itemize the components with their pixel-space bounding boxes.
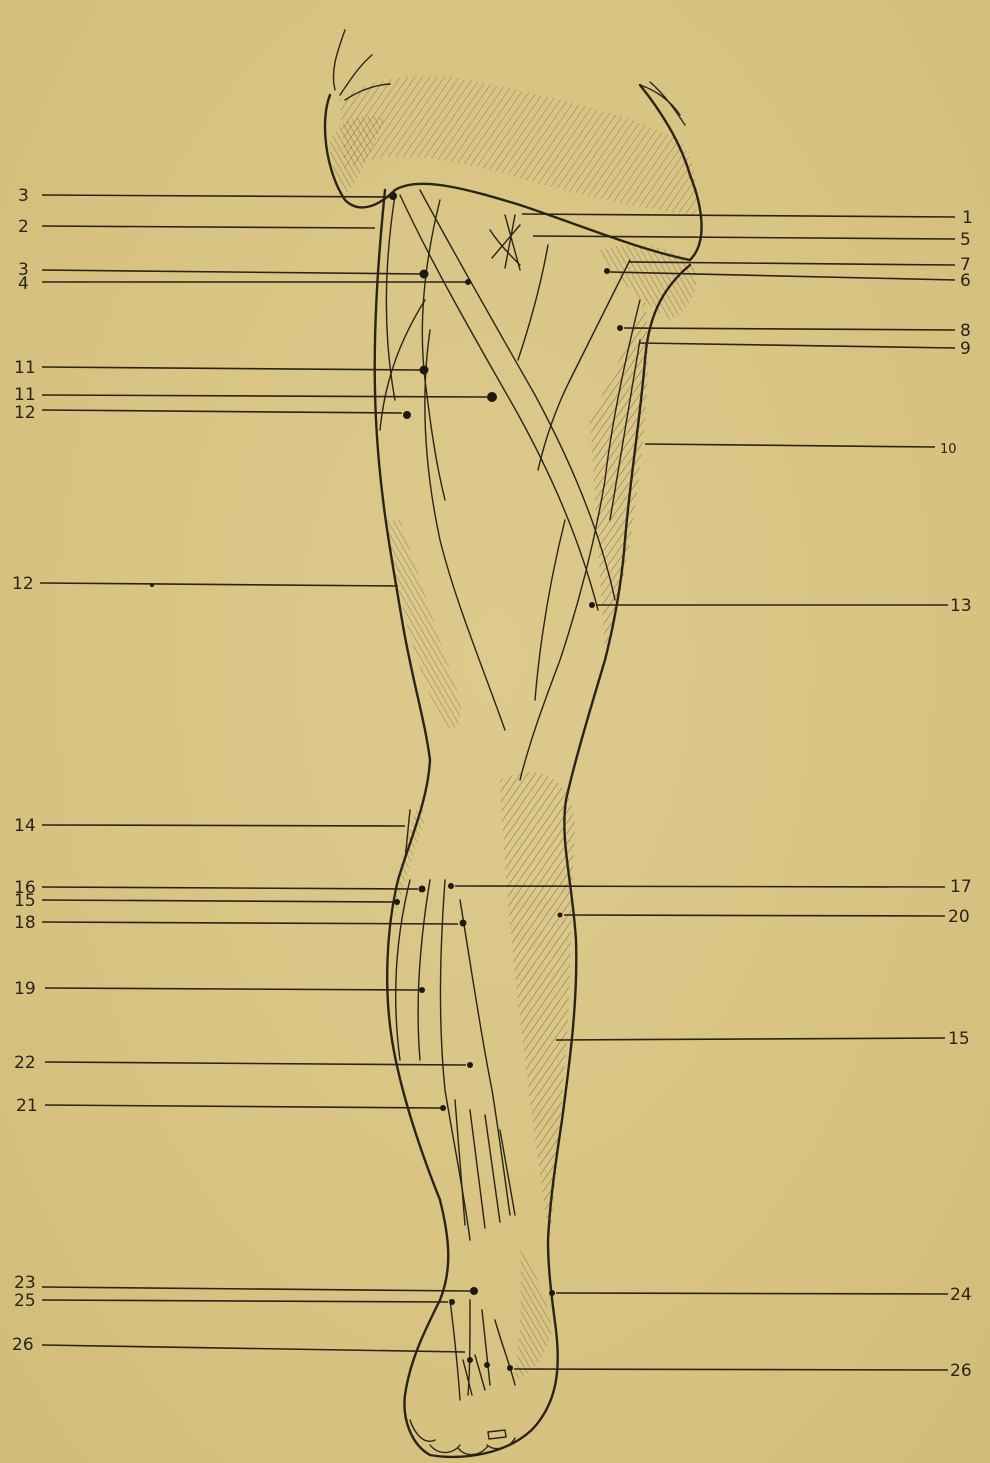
label-9: 9	[960, 339, 971, 359]
label-26-left: 26	[12, 1335, 34, 1355]
label-12-lower: 12	[12, 574, 34, 594]
label-25: 25	[14, 1291, 36, 1311]
label-15-right: 15	[948, 1029, 970, 1049]
label-13: 13	[950, 596, 972, 616]
label-11-upper: 11	[14, 358, 36, 378]
label-11-lower: 11	[14, 385, 36, 405]
left-labels: 3 2 3 4 11 11 12 12 14 16 15 18 19 22 21…	[12, 186, 38, 1355]
label-12-upper: 12	[14, 403, 36, 423]
label-6: 6	[960, 271, 971, 291]
label-17: 17	[950, 877, 972, 897]
label-5: 5	[960, 230, 971, 250]
hip-muscle-mass	[325, 30, 702, 320]
label-8: 8	[960, 321, 971, 341]
label-14: 14	[14, 816, 36, 836]
label-19: 19	[14, 979, 36, 999]
label-15-left: 15	[14, 891, 36, 911]
label-24: 24	[950, 1285, 972, 1305]
label-4: 4	[18, 274, 29, 294]
right-labels: 1 5 7 6 8 9 10 13 17 20 15 24 26	[940, 208, 973, 1381]
leg-shading	[385, 300, 648, 1380]
label-10: 10	[940, 442, 957, 457]
label-2: 2	[18, 217, 29, 237]
label-22: 22	[14, 1053, 36, 1073]
label-26-right: 26	[950, 1361, 972, 1381]
label-1: 1	[962, 208, 973, 228]
label-3-top: 3	[18, 186, 29, 206]
label-21: 21	[16, 1096, 38, 1116]
label-23: 23	[14, 1273, 36, 1293]
label-20: 20	[948, 907, 970, 927]
label-18: 18	[14, 913, 36, 933]
